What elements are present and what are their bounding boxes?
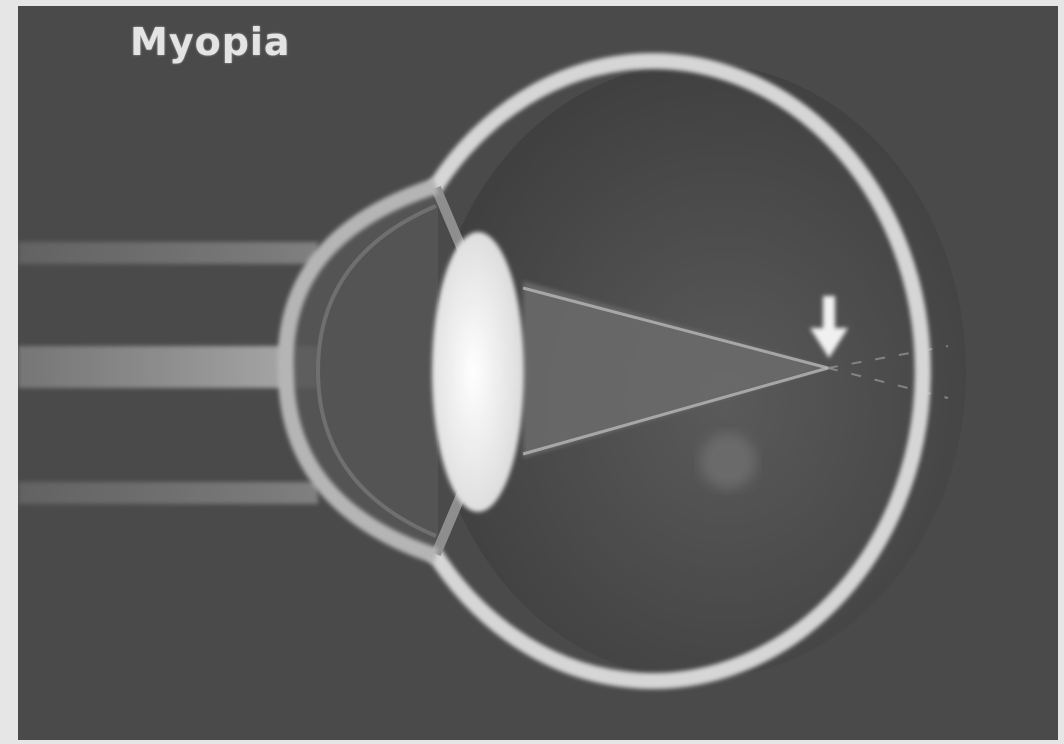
incoming-light-rays xyxy=(18,242,318,504)
crystalline-lens xyxy=(432,232,524,512)
diagram-title: Myopia xyxy=(130,20,291,64)
myopia-eye-diagram xyxy=(18,6,1058,740)
retina-glow xyxy=(700,433,756,489)
light-ray-upper xyxy=(18,242,318,264)
diagram-panel: Myopia xyxy=(18,6,1058,740)
light-ray-center xyxy=(18,346,318,388)
light-ray-lower xyxy=(18,482,318,504)
